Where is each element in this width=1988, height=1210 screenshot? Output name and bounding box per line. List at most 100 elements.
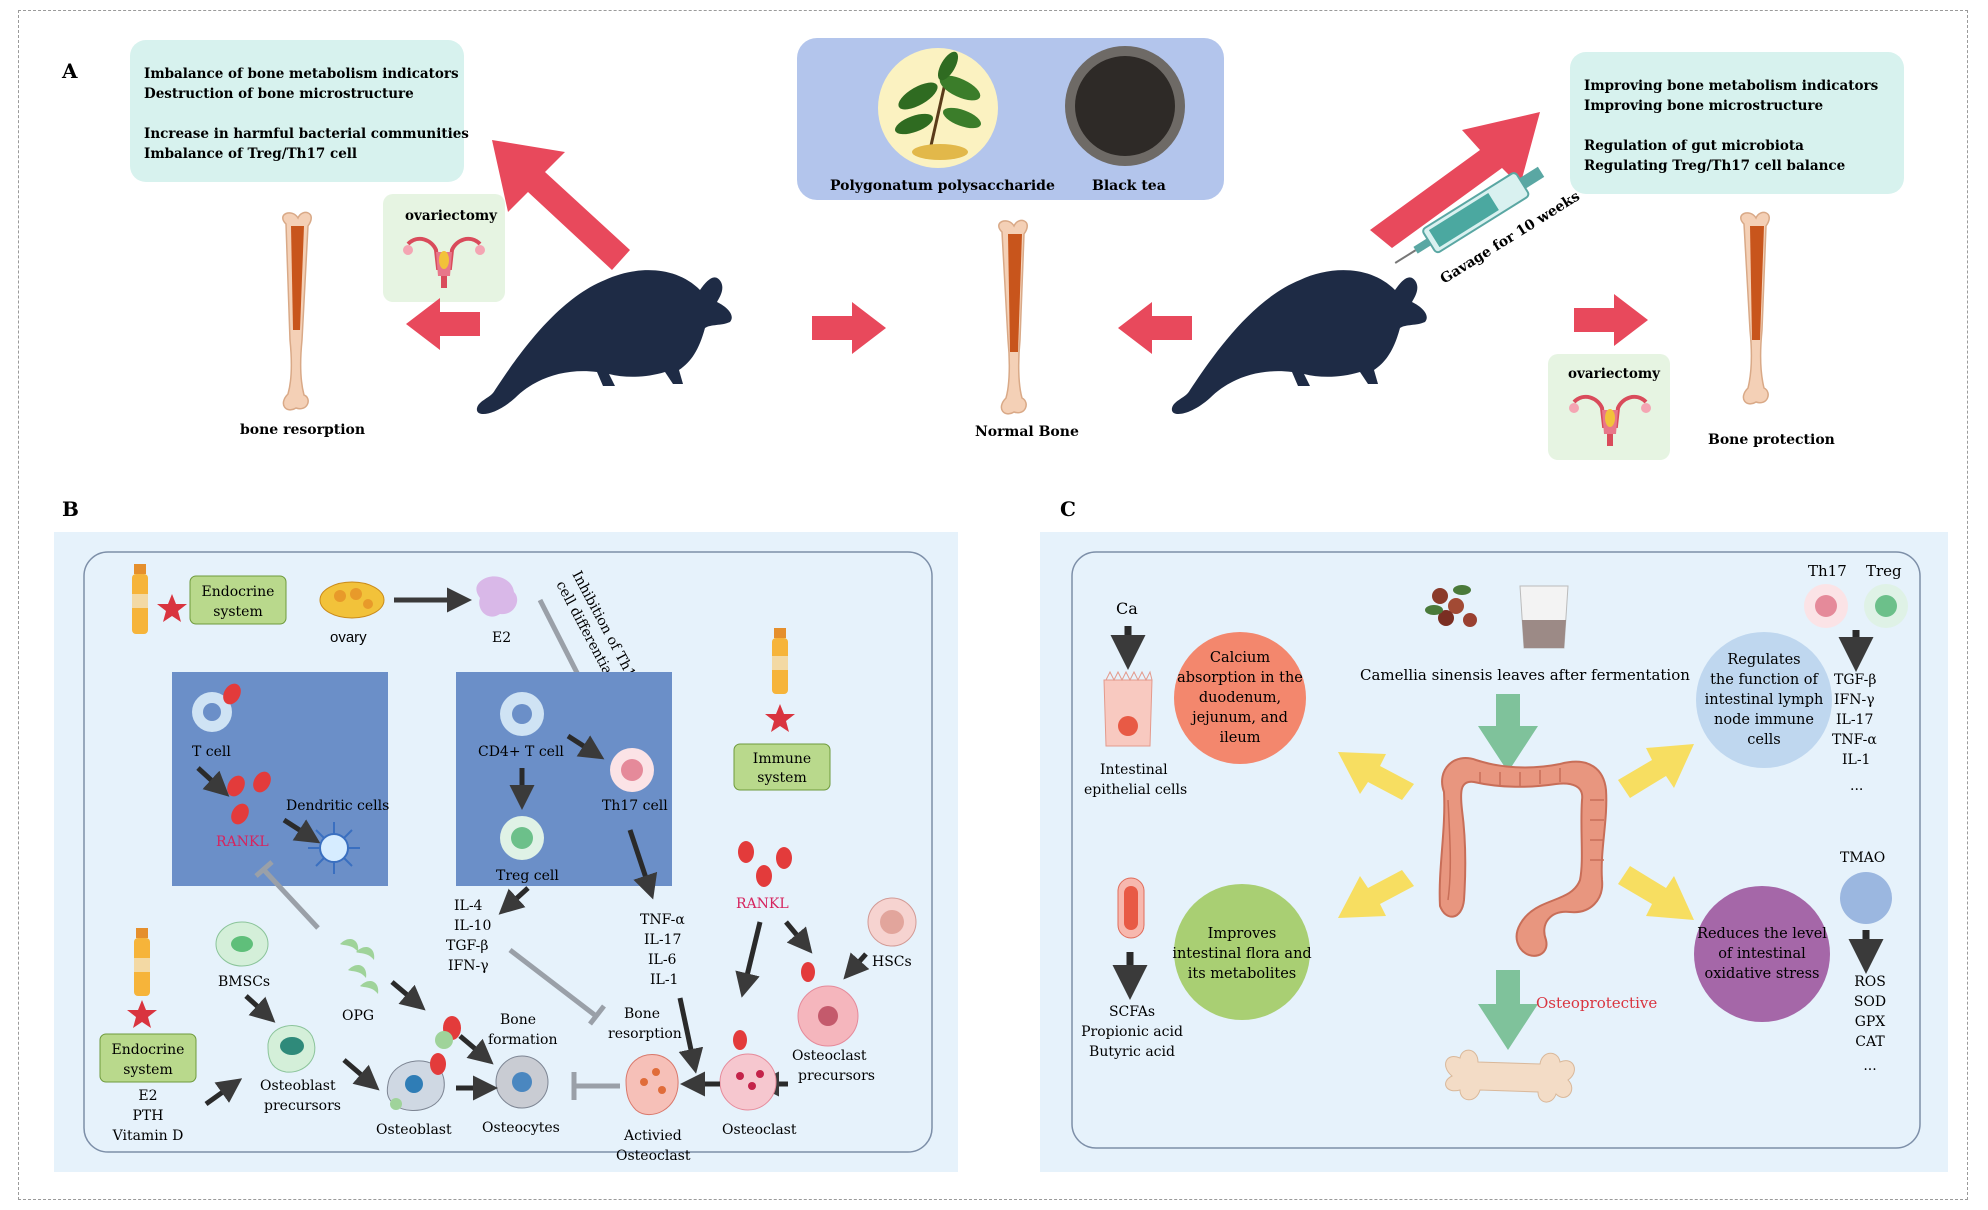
cytokine-c: ... [1850,778,1863,794]
rankl-dot [801,962,815,982]
regulates-line: node immune [1714,712,1814,728]
arrow-treg-cytokines [498,886,530,915]
osteoclast-nucleus [736,1072,744,1080]
cytokine-right: IL-6 [648,952,677,968]
star-icon [157,594,187,622]
bmscs-nucleus [231,936,253,952]
activated-nucleus [640,1078,648,1086]
black-tea-label: Black tea [1092,178,1166,194]
arrow-precursor-osteoblast [342,1058,380,1091]
rankl-dot [253,771,271,793]
normal-bone-label: Normal Bone [975,424,1079,440]
osteoclast-precursors-label-1: Osteoclast [792,1048,867,1064]
ca-label: Ca [1116,599,1138,618]
bone-protection-icon [1740,211,1770,405]
opg-icon [360,980,379,994]
hormone-label: Vitamin D [112,1128,184,1144]
arrow-bmscs-precursor [244,994,276,1023]
immune-box [733,743,831,791]
right-result-line: Improving bone metabolism indicators [1584,78,1879,94]
bone-resorption-b-label-2: resorption [608,1026,682,1042]
green-arrow-down-2 [1478,970,1538,1050]
yellow-arrow-downright [1618,866,1694,920]
left-result-box [130,40,464,182]
opg-dot [435,1031,453,1049]
normal-bone-icon [998,219,1028,415]
intestinal-epithelial-icon [1103,670,1153,747]
arrow-cytokines-activated [677,997,704,1074]
mouse-silhouette [476,270,732,414]
left-result-line: Increase in harmful bacterial communitie… [144,126,469,142]
activated-label-1: Activied [623,1128,682,1144]
yellow-arrow-upright [1618,744,1694,798]
tcell-nucleus [203,703,221,721]
endocrine-label-1: Endocrine [202,584,275,600]
cytokine-left: IFN-γ [448,958,489,974]
inhibit-bar [588,1004,606,1026]
uterus-icon [403,236,485,288]
osteoclast-nucleus [748,1082,756,1090]
polygonatum-label: Polygonatum polysaccharide [830,178,1055,194]
arrow-th17-cytokines [627,829,658,900]
osteoblast-label: Osteoblast [376,1122,452,1138]
left-result-line: Imbalance of Treg/Th17 cell [144,146,357,162]
bottle-icon [132,564,148,634]
rankl-dot [223,683,241,705]
osteoblast-precursors-label-1: Osteoblast [260,1078,336,1094]
rankl-dot [227,775,245,797]
cytokine-c: IFN-γ [1834,692,1875,708]
ros-line: ROS [1854,974,1886,990]
osteoblast-nucleus [405,1075,423,1093]
bone-resorption-b-label-1: Bone [624,1006,660,1022]
osteocytes-label: Osteocytes [482,1120,560,1136]
bone-icon-c [1445,1049,1575,1103]
regulates-circle [1696,632,1832,768]
bone-formation-label-1: Bone [500,1012,536,1028]
arrow-rankl-osteoclast [735,921,763,998]
arrow-opg [390,980,426,1011]
osteocytes-nucleus [512,1072,532,1092]
mouse-silhouette-right [1171,270,1427,414]
red-arrow-right [812,302,886,354]
hscs-nucleus [880,910,904,934]
reduces-line: of intestinal [1718,946,1806,962]
cytokine-c: IL-1 [1842,752,1870,768]
calcium-line: absorption in the [1177,670,1303,686]
improves-line: its metabolites [1188,966,1296,982]
activated-nucleus [652,1068,660,1076]
colon-icon [1438,757,1608,957]
regulates-line: Regulates [1727,652,1800,668]
ros-line: SOD [1854,994,1886,1010]
tea-cup-icon [1519,585,1569,649]
reduces-circle [1694,886,1830,1022]
yellow-arrow-downleft [1338,870,1414,918]
panel-c: C Ca Intestinal epithelial cells Calcium… [1040,497,1948,1172]
immune-label-2: system [757,770,806,786]
polygonatum-icon [895,51,981,160]
osteoblast-precursor-nucleus [280,1037,304,1055]
activated-nucleus [658,1086,666,1094]
left-result-line: Destruction of bone microstructure [144,86,414,102]
osteoclast-icon [719,1053,777,1111]
calcium-line: duodenum, [1199,690,1281,706]
star-icon [127,1000,157,1028]
calcium-line: ileum [1220,730,1261,746]
cytokine-c: TNF-α [1832,732,1877,748]
bone-resorption-icon [282,211,312,411]
arrow-rankl-dendritic [282,817,321,844]
ovariectomy-label: ovariectomy [405,208,498,224]
improves-circle [1174,884,1310,1020]
scfas-line: Butyric acid [1089,1044,1175,1060]
endocrine2-label-2: system [123,1062,172,1078]
regulates-line: the function of [1710,672,1819,688]
camellia-leaves-icon [1425,585,1477,627]
opg-icon [340,938,359,952]
arrow-hscs-precursor [843,952,870,980]
immune-label-1: Immune [753,751,811,767]
cd4-label: CD4+ T cell [478,744,564,760]
green-arrow-down [1478,694,1538,772]
ovary-icon [319,581,385,619]
treg-label: Treg cell [496,868,559,884]
ros-line: ... [1863,1058,1876,1074]
